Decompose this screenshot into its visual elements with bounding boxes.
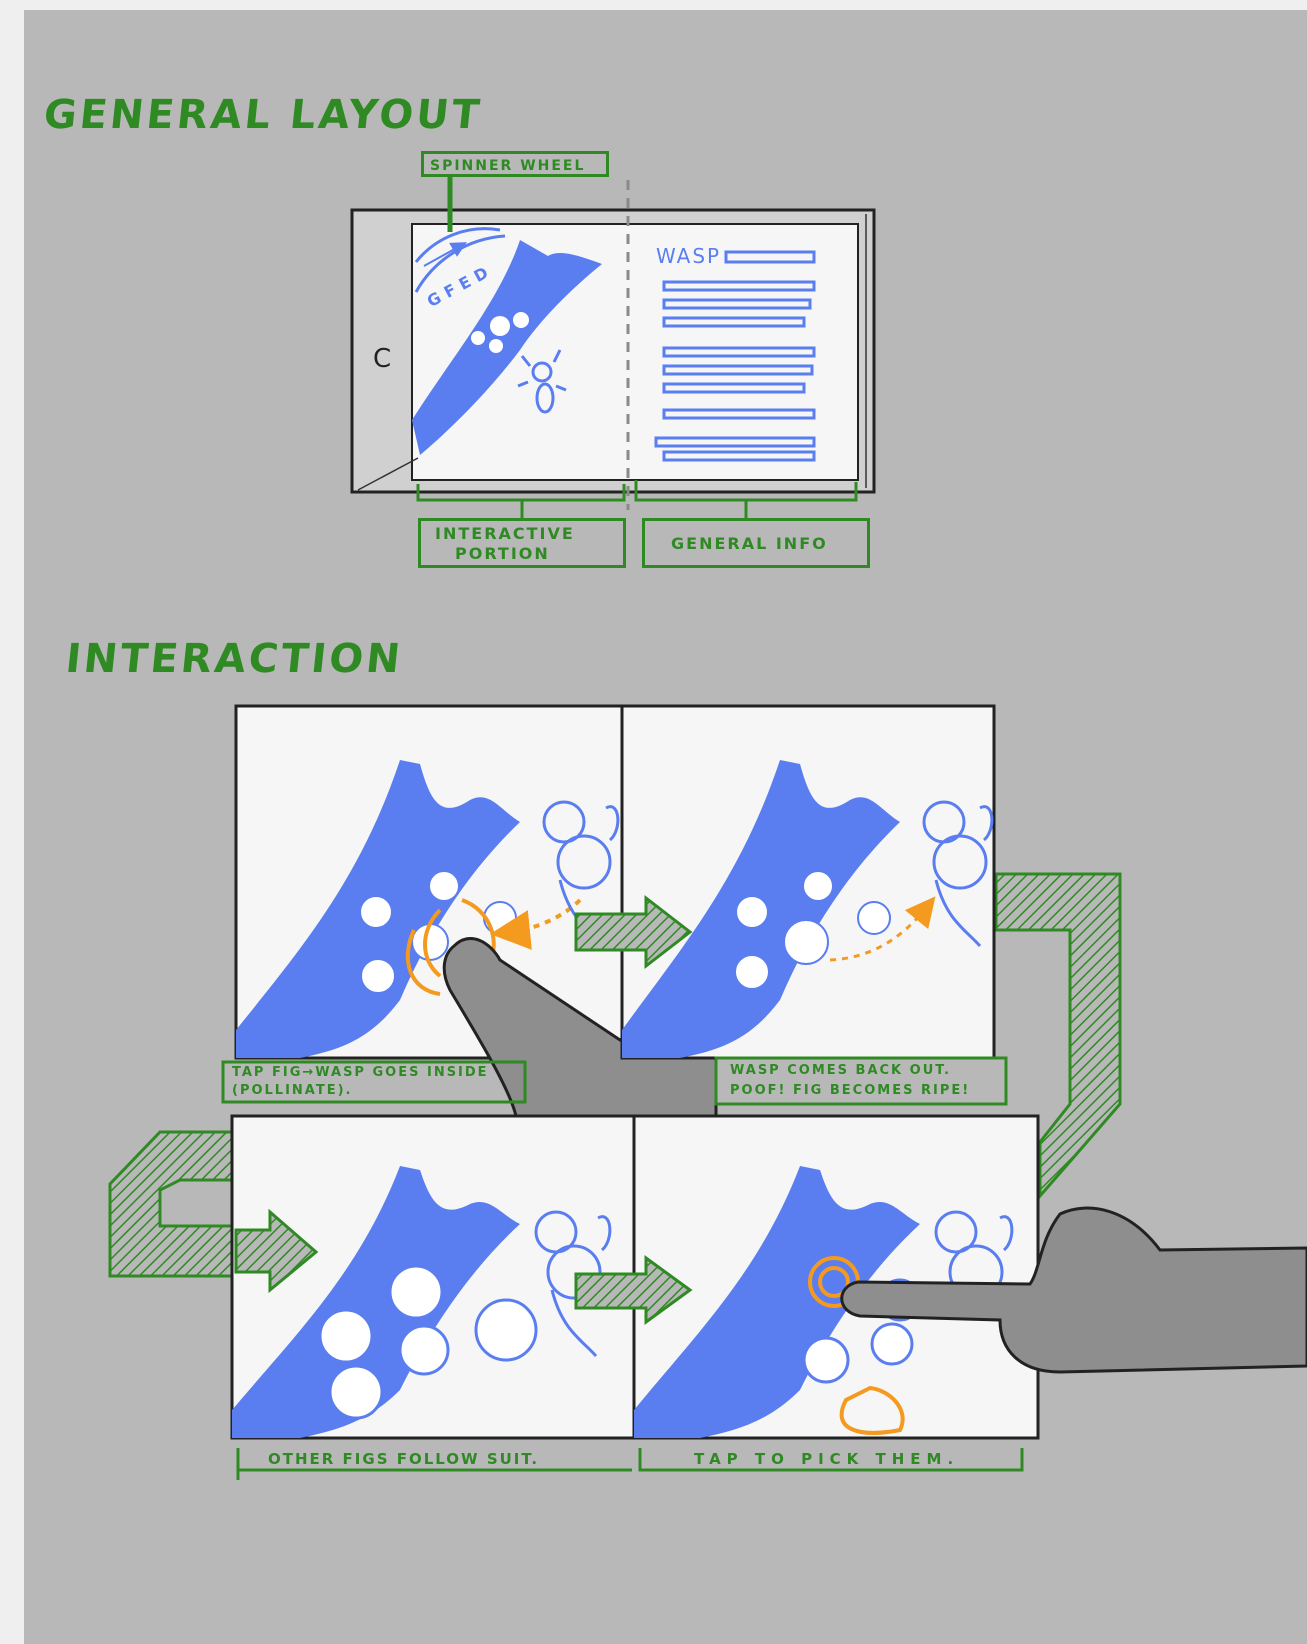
panel2-caption-line1: WASP COMES BACK OUT. [730, 1063, 952, 1078]
general-info-label-box: GENERAL INFO [642, 518, 870, 568]
interactive-label-line1: INTERACTIVE [435, 524, 575, 543]
interactive-label-line2: PORTION [455, 544, 550, 563]
panel1-caption-line2: (POLLINATE). [232, 1083, 353, 1098]
interactive-portion-label-box: INTERACTIVE PORTION [418, 518, 626, 568]
arrow-3-4 [574, 1255, 693, 1325]
panel2-caption-line2: POOF! FIG BECOMES RIPE! [730, 1083, 971, 1098]
arrow-into-3 [234, 1208, 319, 1294]
panel4-caption: TAP TO PICK THEM. [694, 1450, 960, 1468]
loop-arrow-left [108, 1130, 234, 1278]
panel1-caption-line1: TAP FIG→WASP GOES INSIDE [232, 1065, 489, 1080]
panel3-caption: OTHER FIGS FOLLOW SUIT. [268, 1450, 540, 1468]
panel-4 [632, 1114, 1307, 1440]
panel-title-wasp: WASP [656, 244, 722, 268]
info-text-lines [654, 250, 816, 462]
arrow-1-2 [574, 894, 693, 970]
spinner-wheel-label: SPINNER WHEEL [430, 158, 586, 174]
hand-4 [840, 1206, 1307, 1374]
home-button: C [373, 344, 392, 374]
panel-2 [620, 704, 996, 1060]
spinner-wheel-label-box: SPINNER WHEEL [421, 151, 609, 177]
panel-3 [230, 1114, 636, 1440]
wasp-sketch [517, 349, 567, 414]
branch-shape [412, 240, 602, 455]
panel-1 [234, 704, 718, 1118]
loop-arrow-right [994, 872, 1122, 1201]
general-info-label: GENERAL INFO [671, 534, 828, 553]
